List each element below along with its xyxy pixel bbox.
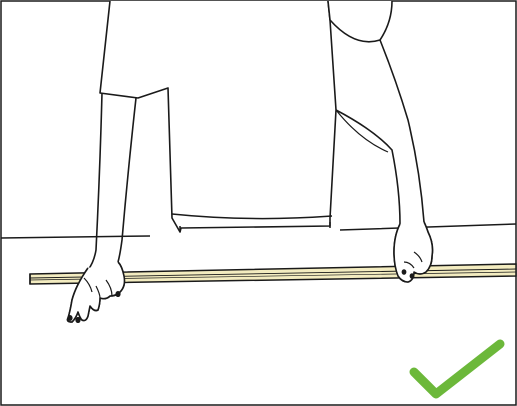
- illustration-canvas: [0, 0, 517, 406]
- instruction-illustration: [0, 0, 517, 406]
